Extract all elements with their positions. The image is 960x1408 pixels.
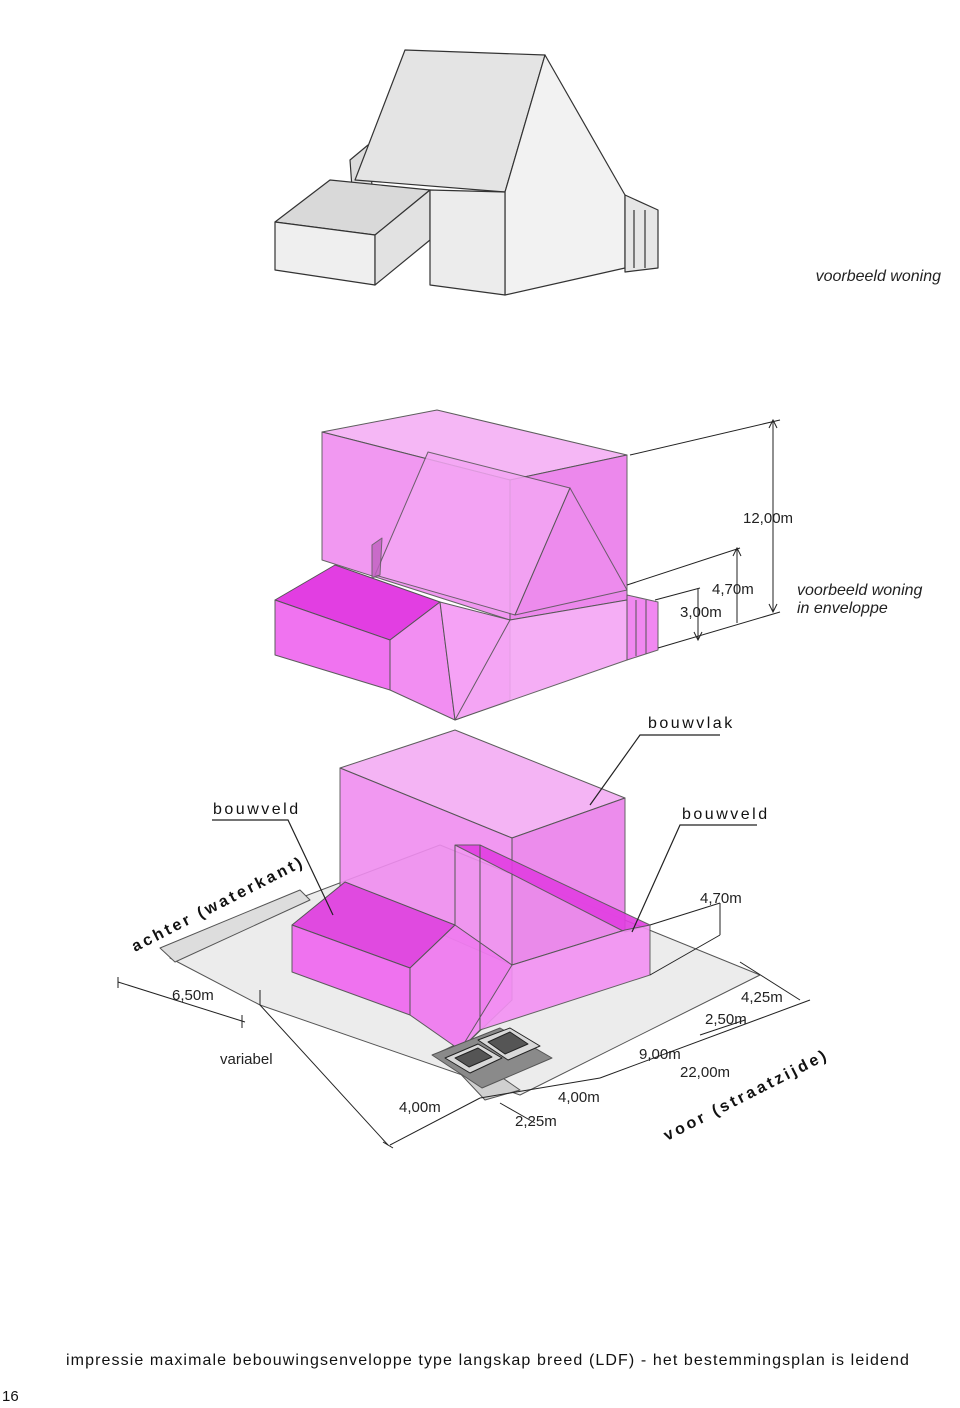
dim-400-b: 4,00m [558,1089,600,1106]
house-in-envelope [274,409,659,721]
envelope-height-dimensions [626,418,781,649]
example-house [274,49,659,296]
house-example-label: voorbeeld woning [816,268,942,285]
dim-2200: 22,00m [680,1064,730,1081]
bouwveld-left-label: bouwveld [213,801,301,818]
dim-variabel: variabel [220,1051,273,1068]
front-side-label: voor (straatzijde) [661,1046,832,1144]
leader-lines [212,734,757,933]
dim-ridge-extension: 4,70m [712,581,754,598]
house-in-envelope-label-line1: voorbeeld woning [797,582,923,599]
dim-225: 2,25m [515,1113,557,1130]
bouwvlak-label: bouwvlak [648,715,735,732]
site-plan [159,729,761,1101]
house-in-envelope-label-line2: in enveloppe [797,600,888,617]
caption: impressie maximale bebouwingsenveloppe t… [66,1352,910,1369]
bouwveld-right-label: bouwveld [682,806,770,823]
dim-eave-extension: 3,00m [680,604,722,621]
dim-425: 4,25m [741,989,783,1006]
dim-250: 2,50m [705,1011,747,1028]
page-number: 16 [2,1388,19,1405]
dim-650: 6,50m [172,987,214,1004]
dim-900: 9,00m [639,1046,681,1063]
site-dimensions [117,902,811,1149]
dim-field-height: 4,70m [700,890,742,907]
parked-cars [444,1027,541,1074]
dim-total-height: 12,00m [743,510,793,527]
dim-400-a: 4,00m [399,1099,441,1116]
